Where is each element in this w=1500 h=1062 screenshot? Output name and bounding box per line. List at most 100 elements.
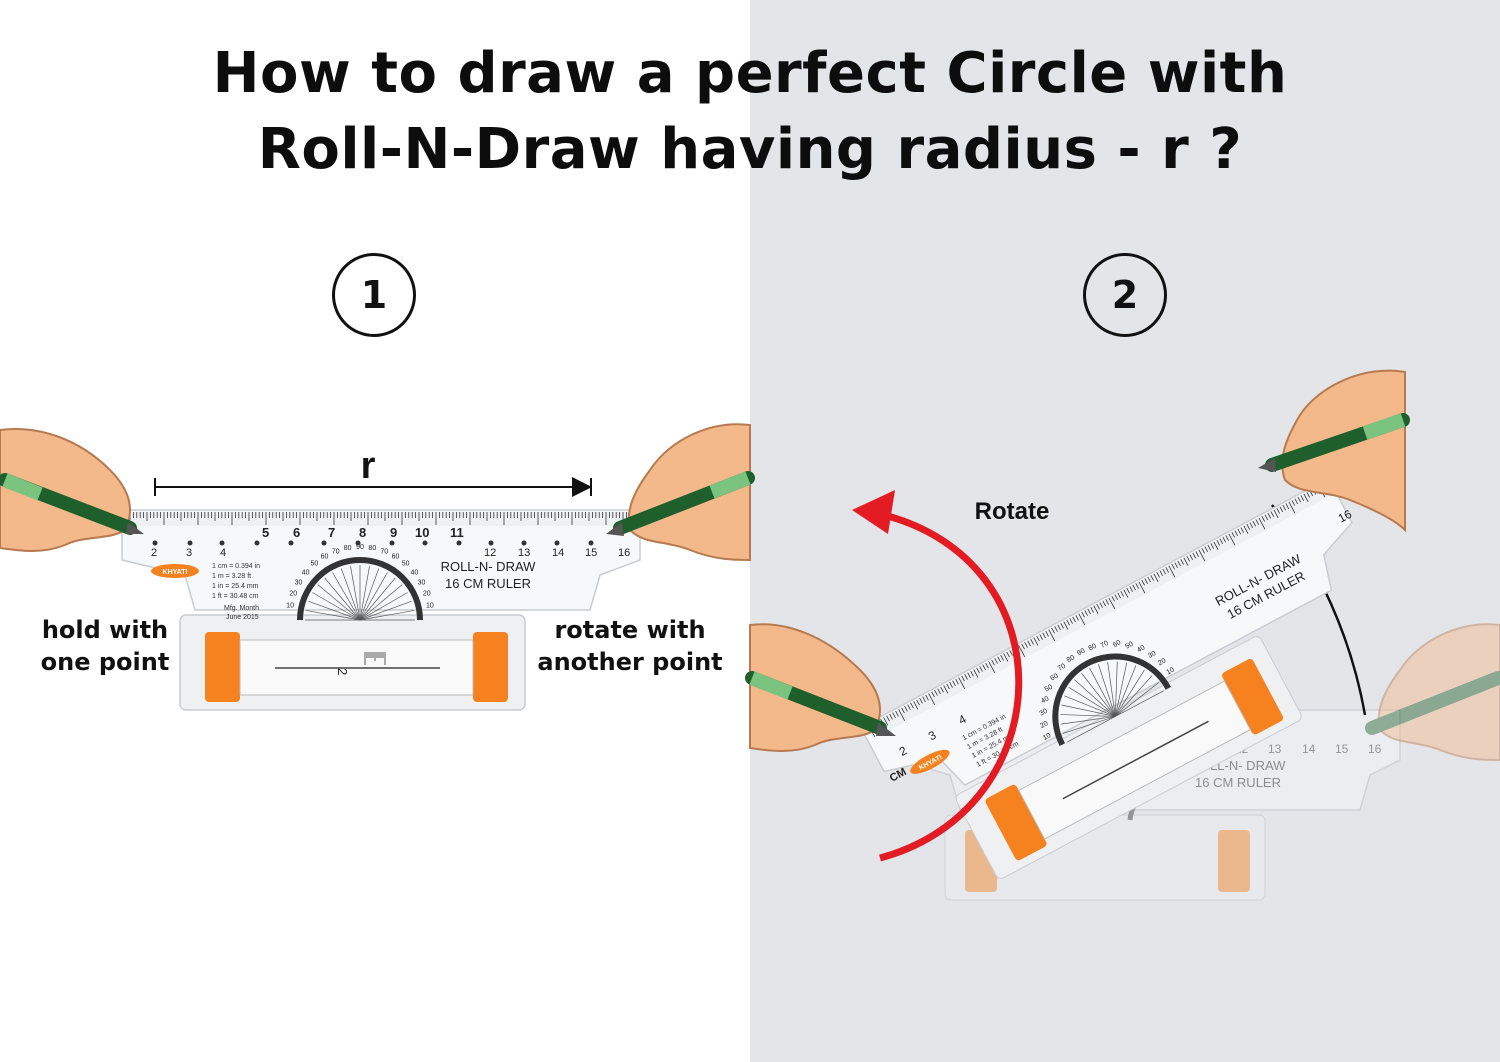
ruler-tick <box>934 690 938 696</box>
orange-roller-left <box>205 632 240 702</box>
ruler-number: 13 <box>518 547 530 559</box>
ruler-tick <box>988 661 996 674</box>
protractor-label: 10 <box>1165 666 1175 676</box>
ruler-number: 9 <box>390 525 397 540</box>
ruler-number: 6 <box>293 525 300 540</box>
ruler-tick <box>1264 514 1269 521</box>
ruler-tick <box>994 658 998 664</box>
ruler-tick <box>1150 575 1154 581</box>
ruler-tick <box>1039 634 1043 640</box>
protractor-ray <box>305 610 361 621</box>
protractor-ray <box>1060 714 1116 717</box>
protractor-ray <box>332 572 361 621</box>
ruler-tick <box>1120 591 1124 597</box>
ruler-number: 16 <box>1336 507 1355 526</box>
ruler-number: 14 <box>552 547 564 559</box>
ruler-tick <box>964 674 968 680</box>
protractor-ray <box>1060 716 1116 725</box>
ruler-tick <box>1147 576 1151 583</box>
ruler-hole <box>219 540 225 546</box>
ruler-tick <box>1123 589 1129 598</box>
ruler-tick <box>955 678 959 685</box>
ruler-tick <box>1075 615 1079 621</box>
ruler-tick <box>1078 613 1086 626</box>
ruler-number: 13 <box>1268 742 1282 756</box>
radius-label: r <box>361 445 376 487</box>
ruler-tick <box>1276 508 1281 514</box>
protractor-ray <box>1061 704 1116 717</box>
protractor-label: 60 <box>1112 639 1122 649</box>
conversion-text: 1 m = 3.28 ft <box>212 573 251 580</box>
protractor-ray <box>1064 695 1116 717</box>
ruler-number: 5 <box>262 525 269 540</box>
protractor-label: 10 <box>286 603 294 610</box>
ruler-tick <box>895 710 899 717</box>
ruler-tick <box>1258 517 1266 530</box>
ruler-tick <box>1066 619 1070 626</box>
protractor-ray <box>1107 661 1116 717</box>
ruler-tick <box>970 670 974 677</box>
ruler-tick <box>1189 554 1193 561</box>
ruler-tick <box>949 682 953 688</box>
protractor-ray <box>350 565 361 621</box>
ruler-tick <box>952 680 956 687</box>
protractor-ray <box>1068 687 1116 717</box>
ruler-tick <box>1165 567 1169 573</box>
protractor-ray <box>1115 690 1165 717</box>
ruler-tick <box>976 667 980 674</box>
protractor-ray <box>317 584 361 621</box>
ruler-tick <box>1006 651 1010 658</box>
conversion-text: 1 ft = 30.48 cm <box>212 593 259 600</box>
protractor-label: 70 <box>1100 640 1110 650</box>
ruler-tick <box>1099 602 1103 608</box>
protractor-label: 90 <box>356 544 364 551</box>
mfg-text: June 2015 <box>226 614 259 621</box>
ruler-tick <box>1111 595 1115 602</box>
protractor-label: 40 <box>1136 644 1146 654</box>
brand-badge <box>151 564 199 578</box>
ruler-hole <box>288 540 294 546</box>
ruler-tick <box>1300 495 1305 501</box>
ruler-tick <box>892 712 896 719</box>
rotate-arrow <box>852 490 1023 862</box>
protractor-label: 10 <box>1042 732 1052 742</box>
protractor-ray <box>359 577 396 621</box>
protractor-label: 70 <box>1057 663 1067 673</box>
brand-label: KHYATI <box>163 569 188 576</box>
ruler-tick <box>1183 557 1189 566</box>
protractor-label: 30 <box>1039 708 1049 718</box>
ruler-tick <box>1171 563 1175 570</box>
caption-hold-line-1: hold with <box>41 616 169 644</box>
ruler-tick <box>1219 538 1224 545</box>
protractor-label: 50 <box>402 561 410 568</box>
ruler-tick <box>1177 560 1181 567</box>
ruler-number: 11 <box>450 525 464 540</box>
ruler-tick <box>1051 627 1055 634</box>
ruler-tick <box>922 696 926 703</box>
protractor-label: 10 <box>426 603 434 610</box>
ruler-tick <box>1057 624 1061 631</box>
protractor-ray <box>1097 664 1116 717</box>
ruler-tick <box>1231 531 1236 538</box>
ruler-tick <box>1081 611 1085 618</box>
protractor-ray <box>324 577 361 621</box>
ruler-tick <box>1084 610 1088 616</box>
ruler-tick <box>1255 519 1260 525</box>
ruler-tick <box>1273 509 1279 518</box>
protractor-ray <box>359 572 388 621</box>
protractor-label: 70 <box>332 548 340 555</box>
ruler-tick <box>1114 594 1118 600</box>
ruler-tick <box>961 675 965 682</box>
protractor-label: 80 <box>1088 643 1098 653</box>
protractor-label: 20 <box>1157 657 1167 667</box>
protractor-ray <box>359 565 370 621</box>
caption-hold-line-2: one point <box>40 648 170 676</box>
ruler-tick <box>1306 492 1311 498</box>
ruler-number: 7 <box>328 525 335 540</box>
ruler-tick <box>1201 547 1206 554</box>
ruler-tick <box>1285 503 1290 509</box>
ruler-number: 15 <box>585 547 597 559</box>
protractor-label: 30 <box>1147 650 1157 660</box>
step-2-badge: 2 <box>1083 253 1167 337</box>
ruler-tick <box>1168 565 1176 578</box>
